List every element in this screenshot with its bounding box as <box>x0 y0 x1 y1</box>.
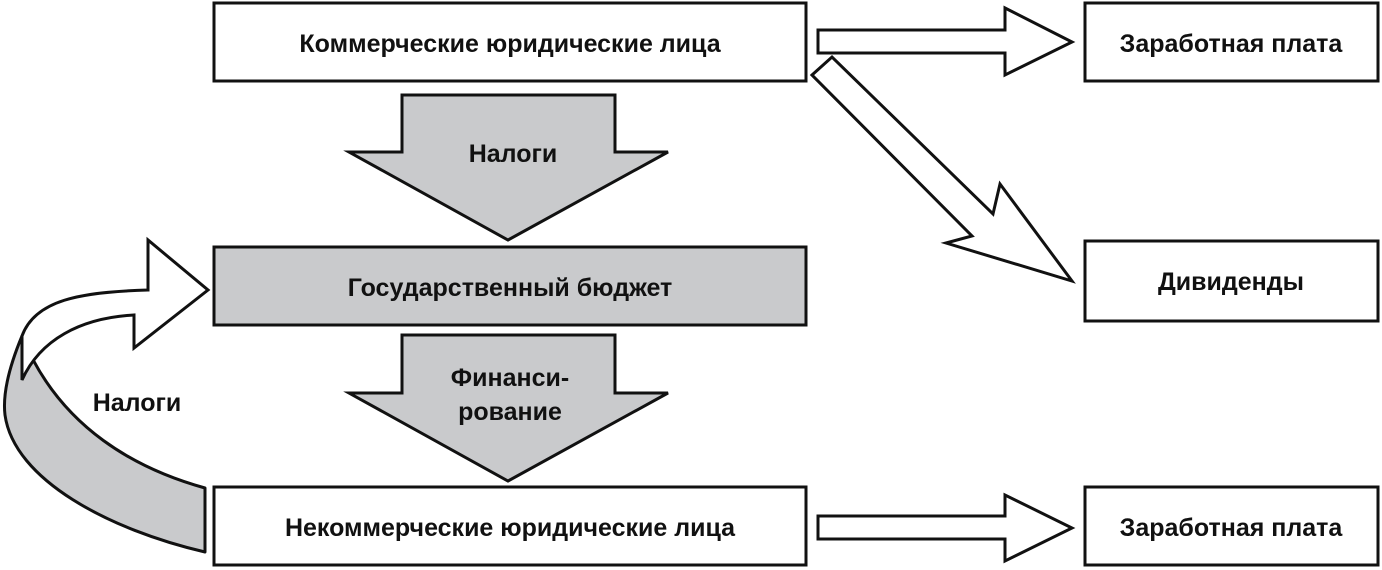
arrow-financing-label-line1: Финанси- <box>451 364 569 392</box>
arrow-financing-label-line2: рование <box>458 398 562 426</box>
box-commercial-entities-label: Коммерческие юридические лица <box>299 30 721 58</box>
box-dividends-label: Дивиденды <box>1158 268 1304 296</box>
arrow-to-salary-bottom <box>816 492 1076 564</box>
box-salary-top: Заработная плата <box>1083 1 1380 83</box>
box-dividends: Дивиденды <box>1083 239 1380 323</box>
arrow-to-dividends <box>809 54 1076 284</box>
box-noncommercial-entities-label: Некоммерческие юридические лица <box>285 514 736 542</box>
arrow-taxes-loop-label: Налоги <box>93 389 182 417</box>
arrow-financing-down: Финанси- рование <box>343 333 669 483</box>
box-commercial-entities: Коммерческие юридические лица <box>212 1 808 83</box>
box-salary-top-label: Заработная плата <box>1120 30 1344 58</box>
box-salary-bottom-label: Заработная плата <box>1120 514 1344 542</box>
box-noncommercial-entities: Некоммерческие юридические лица <box>212 485 808 567</box>
arrow-to-salary-top <box>816 5 1076 78</box>
box-state-budget: Государственный бюджет <box>212 245 808 327</box>
arrow-taxes-loop: Налоги <box>2 236 211 554</box>
box-state-budget-label: Государственный бюджет <box>348 274 673 302</box>
box-salary-bottom: Заработная плата <box>1083 485 1380 567</box>
arrow-taxes-down: Налоги <box>343 93 669 242</box>
arrow-taxes-down-label: Налоги <box>469 140 558 168</box>
